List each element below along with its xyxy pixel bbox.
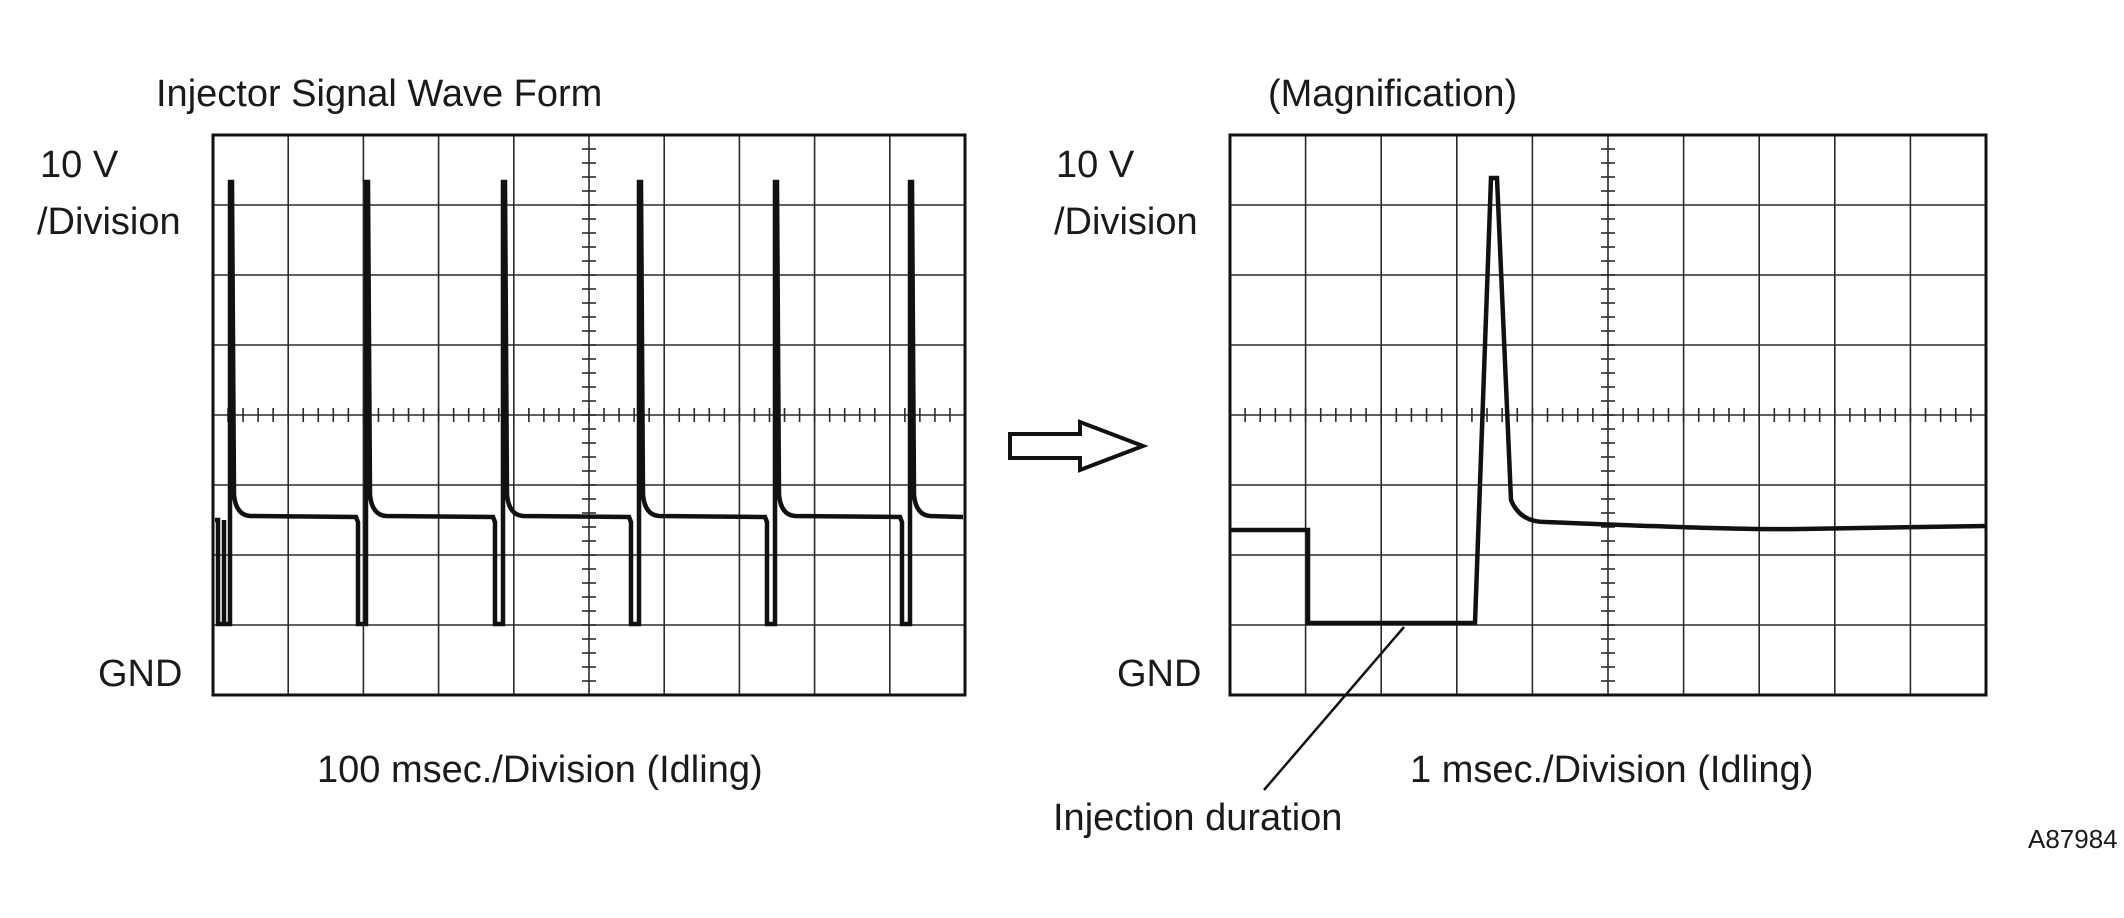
right-time-per-division-label: 1 msec./Division (Idling) [1410, 749, 1814, 791]
right-scope-title: (Magnification) [1268, 73, 1518, 115]
left-time-per-division-label: 100 msec./Division (Idling) [317, 749, 763, 791]
left-ground-label: GND [98, 653, 183, 695]
magnify-arrow-icon [1008, 419, 1149, 473]
right-volts-per-division-value: 10 V [1056, 144, 1135, 186]
right-scope-waveform [1230, 175, 1987, 626]
left-volts-per-division-value: 10 V [40, 144, 119, 186]
left-scope-center-ticks [212, 134, 966, 696]
right-ground-label: GND [1117, 653, 1202, 695]
left-volts-per-division-unit: /Division [37, 201, 181, 243]
injection-duration-callout: Injection duration [1053, 797, 1343, 839]
injection-duration-leader-line [1263, 626, 1405, 791]
right-volts-per-division-unit: /Division [1054, 201, 1198, 243]
figure-code: A87984 [2028, 824, 2118, 854]
right-scope-screen [1228, 133, 1988, 791]
left-scope-waveform [215, 179, 964, 627]
left-scope-screen [211, 133, 967, 697]
left-scope-frame [211, 133, 967, 697]
left-scope-title: Injector Signal Wave Form [156, 73, 603, 115]
right-scope-frame [1228, 133, 1988, 697]
